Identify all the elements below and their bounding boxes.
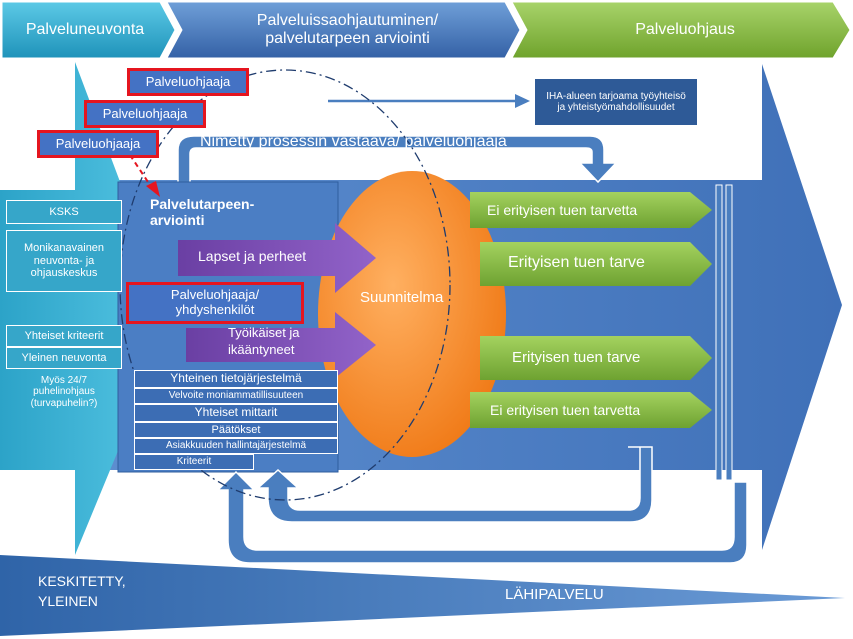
suunnitelma-label: Suunnitelma	[360, 289, 444, 306]
left-item-puhelinohjaus: Myös 24/7 puhelinohjaus (turvapuhelin?)	[30, 374, 98, 409]
tuki-label: Tuki muuttuneissa tilanteissa	[373, 492, 540, 507]
shared-item-kriteerit: Kriteerit	[134, 454, 254, 470]
palveluohjaaja-box-2: Palveluohjaaja	[84, 100, 206, 128]
outcome-label-1: Ei erityisen tuen tarvetta	[487, 202, 638, 218]
left-item-monikanavainen: Monikanavainen neuvonta- ja ohjauskeskus	[6, 230, 122, 292]
yhteistyokanava-return-arrow	[216, 470, 748, 564]
arviointi-title: Palvelutarpeen- arviointi	[150, 195, 255, 228]
iha-connector-arrowhead	[515, 94, 530, 108]
left-item-yhteiset-kriteerit: Yhteiset kriteerit	[6, 325, 122, 347]
phase-label-arviointi: Palveluissaohjautuminen/ palvelutarpeen …	[256, 11, 439, 47]
outcome-label-4: Ei erityisen tuen tarvetta	[490, 402, 641, 418]
outcome-label-2: Erityisen tuen tarve	[508, 254, 645, 271]
palveluohjaaja-box-1: Palveluohjaaja	[127, 68, 249, 96]
red-dashed-arrow	[129, 154, 153, 189]
phase-label-ohjaus: Palveluohjaus	[635, 20, 735, 38]
suunnitelma-ellipse	[318, 171, 506, 457]
tuki-return-arrow	[256, 446, 653, 523]
phase-chevron-neuvonta	[1, 1, 176, 59]
green-arrow-3	[480, 336, 712, 380]
yhdyshenkilo-box: Palveluohjaaja/ yhdyshenkilöt	[126, 282, 304, 324]
yhteistyokanava-label: Yhteistyökanava	[393, 530, 489, 545]
nimetty-prosessi-label: Nimetty prosessin vastaava/ palveluohjaa…	[200, 133, 507, 150]
red-dashed-arrowhead	[146, 181, 160, 197]
purple-arrow-lapset	[178, 223, 376, 293]
bottom-left-label: KESKITETTY, YLEINEN	[38, 573, 126, 609]
purple-arrow-tyoikaiset	[186, 312, 376, 378]
palveluohjaaja-box-3: Palveluohjaaja	[37, 130, 159, 158]
shared-item-moniammatillisuus: Velvoite moniammatillisuuteen	[134, 388, 338, 404]
iha-box: IHA-alueen tarjoama työyhteisö ja yhteis…	[534, 78, 698, 126]
group-label-lapset: Lapset ja perheet	[198, 248, 307, 264]
outcome-label-3: Erityisen tuen tarve	[512, 349, 641, 366]
phase-chevron-arviointi	[166, 1, 521, 59]
nimetty-arrow-shape	[177, 135, 618, 193]
left-item-ksks: KSKS	[6, 200, 122, 224]
shared-item-asiakkuuden-hallinta: Asiakkuuden hallintajärjestelmä	[134, 438, 338, 454]
bottom-right-label: LÄHIPALVELU	[505, 586, 604, 603]
green-arrow-2	[480, 242, 712, 286]
vertical-bar-b	[725, 184, 733, 481]
shared-item-mittarit: Yhteiset mittarit	[134, 404, 338, 422]
phase-label-neuvonta: Palveluneuvonta	[25, 20, 145, 38]
dashdot-boundary	[119, 69, 451, 501]
bottom-wedge	[0, 555, 845, 636]
group-label-tyoikaiset: Työikäiset ja ikääntyneet	[228, 325, 300, 357]
vertical-bar-a	[715, 184, 723, 481]
shared-item-tietojarjestelma: Yhteinen tietojärjestelmä	[134, 370, 338, 388]
shared-item-paatokset: Päätökset	[134, 422, 338, 438]
green-arrow-4	[470, 392, 712, 428]
left-teal-arrow	[0, 62, 172, 555]
left-item-yleinen-neuvonta: Yleinen neuvonta	[6, 347, 122, 369]
phase-chevron-ohjaus	[511, 1, 851, 59]
green-arrow-1	[470, 192, 712, 228]
